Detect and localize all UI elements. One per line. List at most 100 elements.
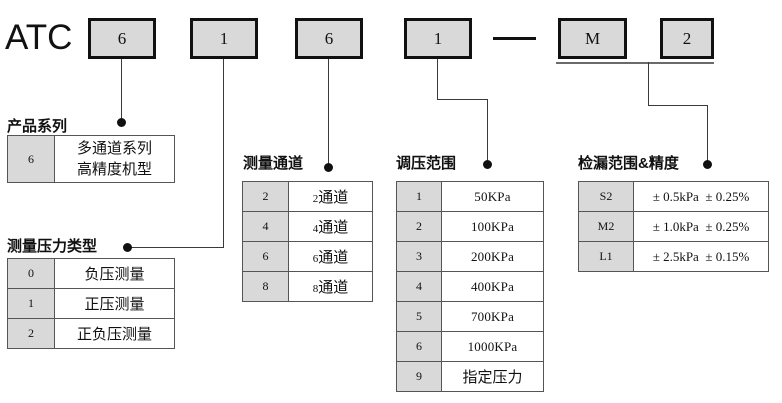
- cell-value: 正负压测量: [54, 318, 175, 349]
- cell-key: 2: [7, 318, 55, 349]
- cell-key: 2: [242, 181, 289, 212]
- code-box-leak-accuracy[interactable]: 2: [660, 18, 714, 59]
- cell-value: 1000KPa: [441, 331, 544, 362]
- cell-key: 5: [396, 301, 442, 332]
- cell-value: 400KPa: [441, 271, 544, 302]
- connector-dot-pressure-type: [123, 243, 132, 252]
- cell-key: S2: [578, 181, 634, 212]
- table-row: 0 负压测量: [7, 258, 175, 289]
- connector-leak-v2: [707, 105, 708, 163]
- leak-accuracy-value: ± 0.25%: [705, 218, 750, 234]
- code-box-leak-range[interactable]: M: [558, 18, 627, 59]
- caption-product-series: 产品系列: [7, 118, 68, 135]
- cell-key: 2: [396, 211, 442, 242]
- cell-key: M2: [578, 211, 634, 242]
- leak-range-value: ± 2.5kPa: [652, 248, 699, 264]
- cell-value: 正压测量: [54, 288, 175, 319]
- table-row: S2 ± 0.5kPa ± 0.25%: [578, 181, 769, 212]
- code-box-product-series[interactable]: 6: [88, 18, 156, 59]
- connector-leak-v1: [648, 62, 649, 105]
- cell-value-number: 4: [312, 223, 319, 235]
- cell-key: 8: [242, 271, 289, 302]
- connector-pressure-type-vertical: [223, 59, 224, 247]
- cell-key: 1: [396, 181, 442, 212]
- code-box-pressure-range[interactable]: 1: [404, 18, 472, 59]
- table-row: 2 正负压测量: [7, 318, 175, 349]
- cell-value-unit: 通道: [318, 249, 349, 266]
- table-row: 6 1000KPa: [396, 331, 544, 362]
- table-product-series: 6 多通道系列 高精度机型: [7, 135, 175, 183]
- connector-pressure-range-v2: [487, 99, 488, 163]
- cell-value-number: 6: [312, 253, 319, 265]
- cell-value: 负压测量: [54, 258, 175, 289]
- cell-key: 4: [242, 211, 289, 242]
- leak-accuracy-value: ± 0.15%: [705, 248, 750, 264]
- table-row: 1 正压测量: [7, 288, 175, 319]
- cell-key: 0: [7, 258, 55, 289]
- caption-leak-range: 检漏范围&精度: [578, 155, 679, 172]
- connector-leak-h: [648, 105, 707, 106]
- table-row: 2 2通道: [242, 181, 373, 212]
- table-row: 1 50KPa: [396, 181, 544, 212]
- table-row: M2 ± 1.0kPa ± 0.25%: [578, 211, 769, 242]
- table-row: 9 指定压力: [396, 361, 544, 392]
- cell-value: 100KPa: [441, 211, 544, 242]
- connector-pressure-range-h: [437, 99, 487, 100]
- connector-dot-channels: [324, 163, 333, 172]
- cell-key: 6: [7, 135, 55, 183]
- connector-leak-bracket: [556, 62, 714, 64]
- cell-value: 4通道: [288, 211, 373, 242]
- leak-accuracy-value: ± 0.25%: [705, 188, 750, 204]
- table-row: 3 200KPa: [396, 241, 544, 272]
- cell-key: 9: [396, 361, 442, 392]
- cell-value: 2通道: [288, 181, 373, 212]
- cell-value: 指定压力: [441, 361, 544, 392]
- cell-key: 1: [7, 288, 55, 319]
- leak-range-value: ± 0.5kPa: [652, 188, 699, 204]
- table-row: 4 400KPa: [396, 271, 544, 302]
- cell-value: 6通道: [288, 241, 373, 272]
- cell-key: 6: [396, 331, 442, 362]
- cell-value: 多通道系列 高精度机型: [54, 135, 175, 183]
- connector-channels: [328, 59, 329, 166]
- connector-pressure-range-v1: [437, 59, 438, 99]
- caption-pressure-range: 调压范围: [396, 155, 457, 172]
- code-box-channels[interactable]: 6: [295, 18, 363, 59]
- cell-key: 6: [242, 241, 289, 272]
- table-row: 5 700KPa: [396, 301, 544, 332]
- cell-value: ± 0.5kPa ± 0.25%: [633, 181, 769, 212]
- cell-value: 50KPa: [441, 181, 544, 212]
- table-row: 8 8通道: [242, 271, 373, 302]
- cell-key: 4: [396, 271, 442, 302]
- cell-value-unit: 通道: [318, 189, 349, 206]
- connector-pressure-type-horizontal: [127, 247, 224, 248]
- connector-dot-pressure-range: [483, 160, 492, 169]
- table-pressure-type: 0 负压测量 1 正压测量 2 正负压测量: [7, 258, 175, 349]
- code-box-pressure-type[interactable]: 1: [190, 18, 258, 59]
- cell-value-unit: 通道: [318, 219, 349, 236]
- table-row: 6 多通道系列 高精度机型: [7, 135, 175, 183]
- connector-dot-leak: [703, 160, 712, 169]
- leak-range-value: ± 1.0kPa: [652, 218, 699, 234]
- cell-value: ± 1.0kPa ± 0.25%: [633, 211, 769, 242]
- table-row: 4 4通道: [242, 211, 373, 242]
- separator-dash: [493, 37, 536, 40]
- cell-value-number: 2: [312, 193, 319, 205]
- cell-key: 3: [396, 241, 442, 272]
- table-leak-range: S2 ± 0.5kPa ± 0.25% M2 ± 1.0kPa ± 0.25% …: [578, 181, 769, 272]
- connector-product-series: [121, 59, 122, 121]
- cell-value: 8通道: [288, 271, 373, 302]
- cell-value: 200KPa: [441, 241, 544, 272]
- caption-pressure-type: 测量压力类型: [7, 238, 98, 255]
- cell-key: L1: [578, 241, 634, 272]
- cell-value-number: 8: [312, 283, 319, 295]
- cell-value: 700KPa: [441, 301, 544, 332]
- cell-value: ± 2.5kPa ± 0.15%: [633, 241, 769, 272]
- connector-dot-product-series: [117, 118, 126, 127]
- table-row: 6 6通道: [242, 241, 373, 272]
- brand-label: ATC: [5, 18, 73, 57]
- table-pressure-range: 1 50KPa 2 100KPa 3 200KPa 4 400KPa 5 700…: [396, 181, 544, 392]
- caption-channels: 测量通道: [243, 155, 304, 172]
- table-row: 2 100KPa: [396, 211, 544, 242]
- cell-value-unit: 通道: [318, 279, 349, 296]
